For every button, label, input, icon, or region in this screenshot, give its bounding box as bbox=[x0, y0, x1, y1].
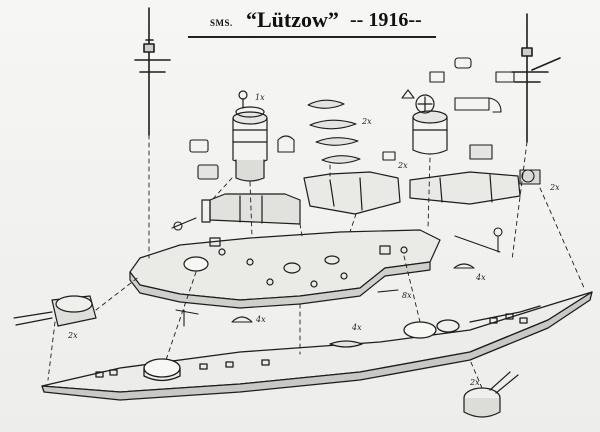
main-deck bbox=[129, 229, 441, 309]
label-rear-turret: 2x bbox=[549, 183, 560, 192]
title-year: -- 1916-- bbox=[350, 9, 422, 31]
label-mid-deck: 4x bbox=[351, 323, 362, 332]
fore-turret bbox=[13, 295, 97, 327]
small-fittings bbox=[189, 57, 541, 185]
ships-boats bbox=[307, 99, 361, 164]
title-prefix: SMS. bbox=[210, 18, 233, 28]
label-aft-turret-pair: 2x bbox=[67, 331, 78, 340]
fore-funnel bbox=[232, 90, 268, 182]
secondary-guns bbox=[171, 217, 503, 327]
aft-superstructure bbox=[409, 171, 521, 205]
label-boat-count: 2x bbox=[361, 117, 372, 126]
ship-name: “Lützow” bbox=[246, 7, 339, 32]
fore-mast bbox=[134, 7, 171, 136]
label-railing: 8x bbox=[402, 291, 412, 300]
aft-turret bbox=[463, 371, 519, 418]
label-right-post: 4x bbox=[475, 273, 486, 282]
fore-superstructure bbox=[201, 193, 301, 225]
mid-superstructure bbox=[303, 171, 401, 215]
aft-funnel bbox=[412, 94, 448, 155]
assembly-guides bbox=[47, 134, 586, 389]
label-left-boat: 4x bbox=[255, 315, 266, 324]
main-mast bbox=[511, 13, 561, 143]
label-top-vent: 1x bbox=[255, 93, 265, 102]
label-bottom-turret: 2x bbox=[469, 378, 480, 387]
label-small-part: 2x bbox=[397, 161, 408, 170]
quantity-labels: 1x 2x 2x 2x 2x 2x 4x 4x 8x 4x bbox=[67, 93, 560, 387]
ship-hull bbox=[41, 291, 593, 401]
diagram-title: SMS. “Lützow” -- 1916-- bbox=[188, 6, 436, 38]
